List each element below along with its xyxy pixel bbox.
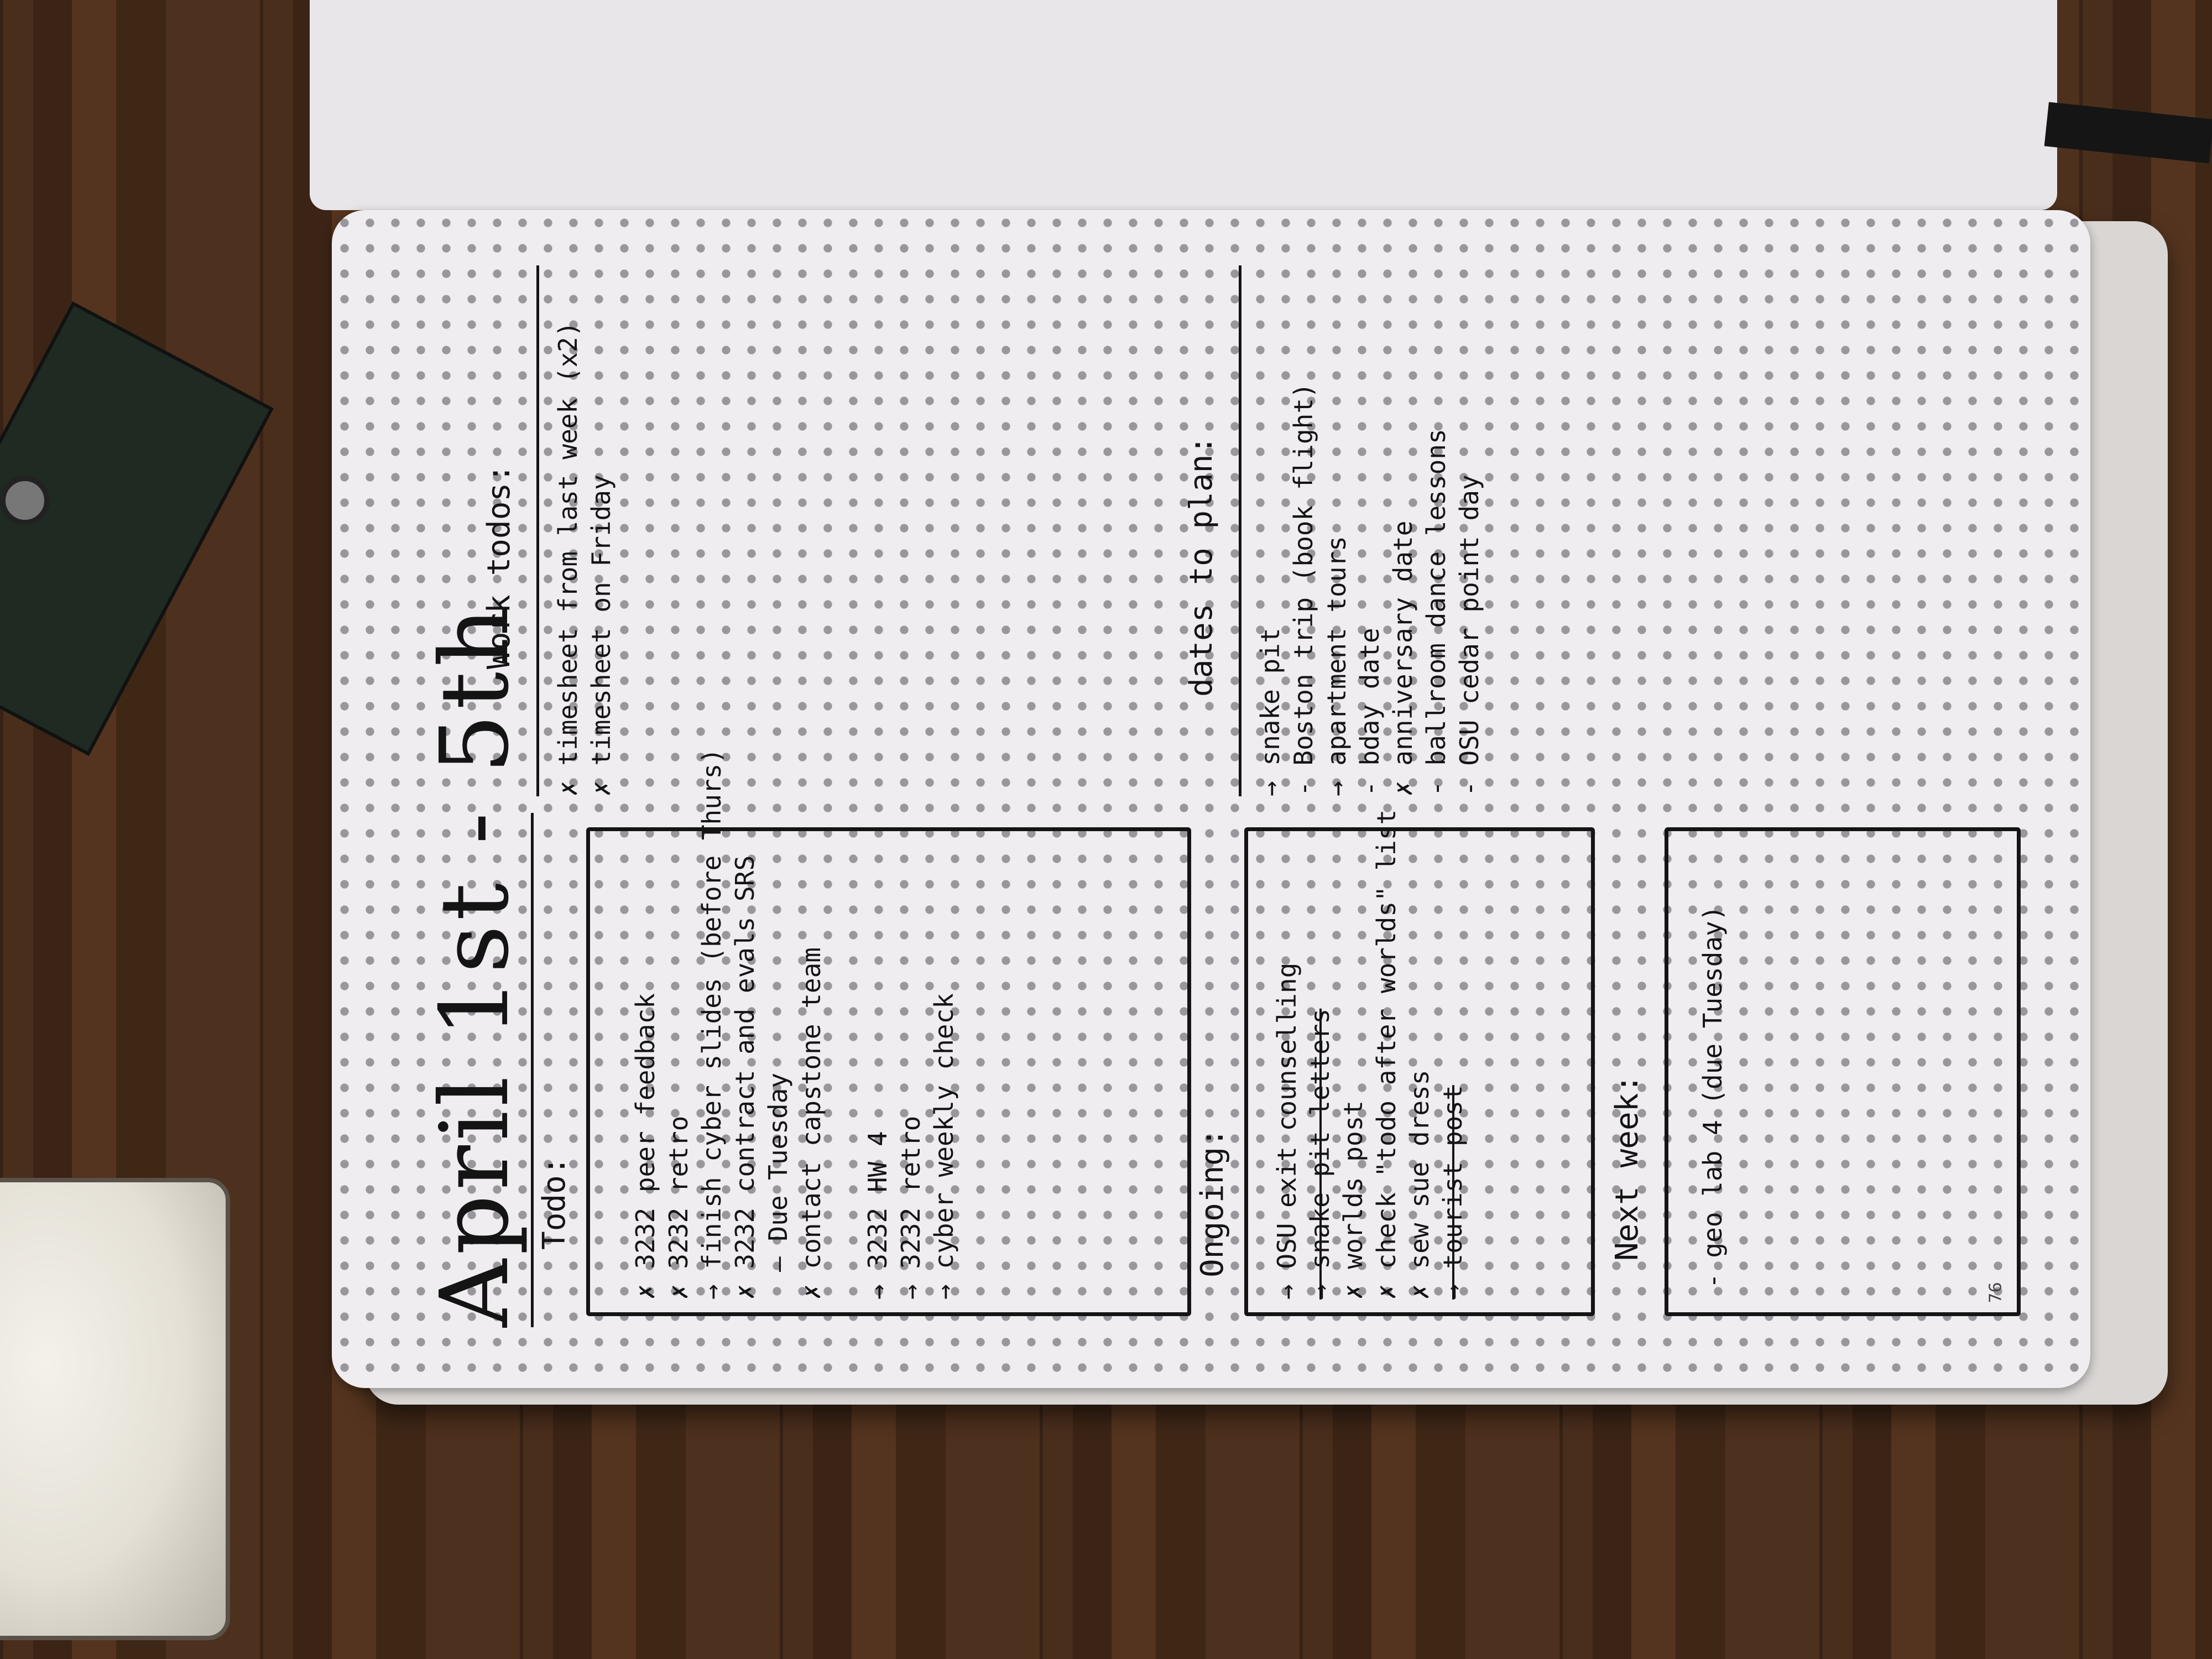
dates-item: - Boston trip (book flight) (1288, 383, 1318, 796)
metal-grommet (0, 476, 50, 525)
white-candle (0, 1178, 230, 1640)
todo-heading: Todo: (536, 1156, 572, 1250)
ongoing-item: ✗ check "todo after worlds" list (1371, 809, 1401, 1300)
ongoing-item: ✗ sew sue dress (1405, 1070, 1434, 1300)
dates-item: - bday date (1355, 628, 1385, 796)
page-title: April 1st - 5th (420, 602, 530, 1327)
todo-item: ✗ 3232 peer feedback (630, 993, 660, 1300)
title-underline (531, 813, 534, 1327)
work-todo-item: ✗ timesheet from last week (x2) (553, 321, 583, 796)
ongoing-item: → snake pit letters (1305, 1008, 1335, 1300)
todo-item: ✗ 3232 contract and evals SRS (730, 855, 760, 1300)
dates-item: → snake pit (1255, 628, 1285, 796)
todo-item: → 3232 HW 4 (863, 1131, 893, 1300)
next-week-heading: Next week: (1609, 1074, 1645, 1261)
journal-page (332, 210, 2090, 1388)
ongoing-heading: Ongoing: (1194, 1128, 1230, 1277)
dates-item: ✗ anniversary date (1388, 520, 1418, 797)
dates-item: - ballroom dance lessons (1421, 429, 1451, 796)
work-todos-heading: Work todos: (481, 464, 517, 669)
ongoing-item: → tourist post (1438, 1085, 1468, 1300)
work-todo-item: ✗ timesheet on Friday (586, 474, 616, 796)
todo-item: → finish cyber slides (before Thurs) (697, 748, 727, 1300)
dates-item: → apartment tours (1322, 536, 1352, 796)
todo-item: ✗ 3232 retro (664, 1115, 693, 1300)
work-todos-underline (536, 265, 539, 796)
next-week-item: - geo lab 4 (due Tuesday) (1698, 905, 1728, 1288)
dates-item: - OSU cedar point day (1454, 474, 1484, 796)
handwritten-spread: April 1st - 5th Todo: ✗ 3232 peer feedba… (409, 243, 2035, 1349)
todo-item: → 3232 retro (896, 1115, 926, 1300)
todo-item: ✗ contact capstone team (796, 947, 826, 1300)
dates-to-plan-underline (1239, 265, 1241, 796)
previous-page-spread (310, 0, 2057, 210)
ongoing-item: ✗ worlds post (1338, 1100, 1368, 1300)
dates-to-plan-heading: dates to plan: (1183, 435, 1219, 697)
todo-item: — Due Tuesday (763, 1072, 793, 1272)
ongoing-item: → OSU exit counselling (1272, 962, 1302, 1300)
todo-item: → cyber weekly check (929, 993, 959, 1300)
